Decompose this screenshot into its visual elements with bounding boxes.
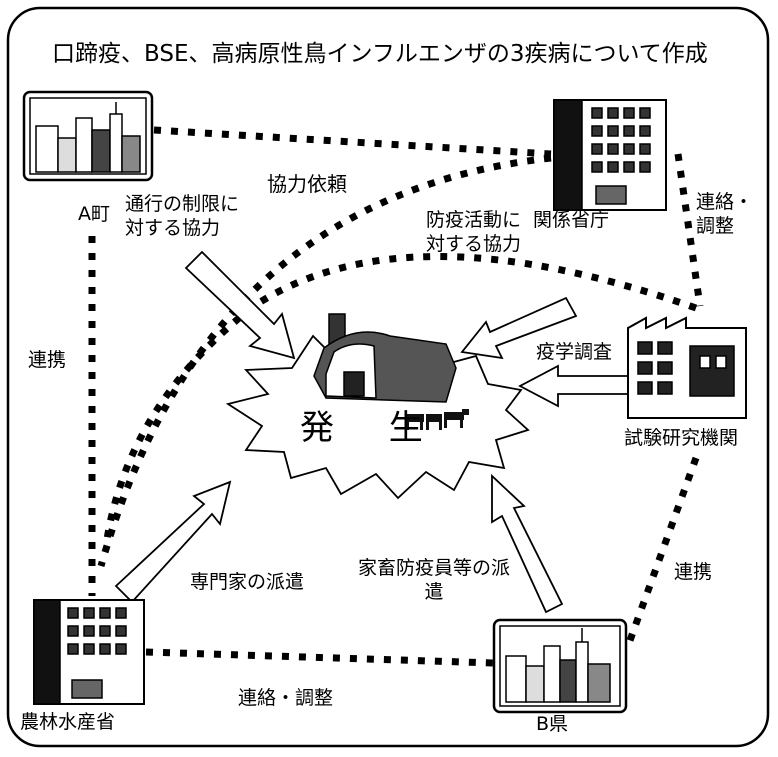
arrows: [114, 250, 629, 614]
prefecture-b-icon: [492, 618, 628, 714]
link-label-coordination-right: 連携: [674, 561, 713, 583]
line-institute-maff-arc: [102, 253, 698, 547]
node-label-ministry: 関係省庁: [533, 209, 610, 231]
link-label-epidemiology: 疫学調査: [536, 341, 613, 363]
line-ministry-maff-arc: [97, 154, 552, 567]
town-a-icon: [22, 90, 154, 182]
node-label-institute: 試験研究機関: [624, 427, 739, 449]
connection-lines: [88, 126, 704, 667]
line-town-ministry: [153, 126, 552, 158]
link-label-cooperation-request: 協力依頼: [267, 172, 347, 196]
arrow-epidemiology: [518, 364, 629, 408]
cattle-icon: [406, 409, 469, 430]
link-label-liaison-bottom: 連絡・調整: [238, 687, 334, 709]
arrow-epidemic: [460, 296, 578, 360]
link-label-epidemic-prevention: 防疫活動に対する協力: [426, 209, 522, 255]
link-label-traffic-restriction: 通行の制限に対する協力: [125, 193, 240, 239]
arrow-traffic: [184, 250, 296, 360]
node-label-b-pref: B県: [536, 713, 569, 735]
diagram-canvas: [6, 6, 770, 748]
institute-building-icon: [627, 316, 747, 419]
link-label-expert-dispatch: 専門家の派遣: [190, 571, 305, 593]
arrow-officer: [491, 473, 564, 614]
link-label-liaison-top: 連絡・調整: [696, 191, 754, 237]
line-institute-bpref: [624, 456, 700, 648]
link-label-officer-dispatch: 家畜防疫員等の派遣: [357, 557, 510, 603]
barn-icon: [313, 313, 457, 403]
line-maff-bpref: [145, 648, 495, 667]
diagram-title: 口蹄疫、BSE、高病原性鳥インフルエンザの3疾病について作成: [52, 41, 708, 67]
node-label-a-town: A町: [78, 203, 110, 225]
arrow-expert: [114, 480, 232, 604]
link-label-coordination-left: 連携: [28, 349, 67, 371]
outer-frame: [6, 6, 770, 748]
outbreak-label: 発 生: [300, 408, 445, 448]
node-label-maff: 農林水産省: [20, 711, 116, 733]
ministry-building-icon: [553, 99, 667, 211]
maff-building-icon: [33, 599, 145, 705]
